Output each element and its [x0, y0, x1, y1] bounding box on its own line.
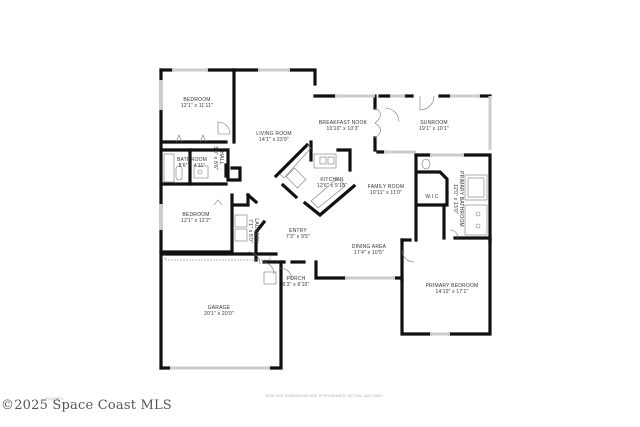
room-dims: 7'3" x 9'5": [285, 234, 311, 240]
room-wic: W.I.C: [425, 194, 438, 200]
room-dims: 19'1" x 10'1": [418, 126, 450, 132]
room-dims: 8'6" x 4'11": [178, 163, 206, 169]
room-name: DINING AREA: [351, 244, 387, 250]
room-dims: 14'1" x 23'9": [258, 137, 290, 143]
room-name: HALL: [218, 151, 224, 165]
disclaimer-text: SIZE AND DIMENSIONS ARE APPROXIMATE, ACT…: [266, 394, 384, 398]
room-name: W.I.C: [425, 194, 439, 200]
room-name: KITCHEN: [320, 177, 344, 183]
room-dims: 7'1" x 5'0": [247, 218, 253, 244]
room-name: GARAGE: [207, 305, 231, 311]
room-dims: 12'1" x 12'2": [180, 218, 212, 224]
walls: [159, 68, 492, 370]
room-name: LAUNDRY: [253, 218, 259, 244]
room-name: PRIMARY BEDROOM: [425, 283, 479, 289]
room-name: FAMILY ROOM: [367, 184, 405, 190]
room-dims: 3'0" x 8'6": [212, 145, 218, 171]
room-name: BREAKFAST NOOK: [318, 120, 368, 126]
copyright-watermark: ©2025 Space Coast MLS: [1, 398, 172, 413]
room-dims: 14'10" x 17'1": [435, 289, 469, 295]
room-dims: 10'11" x 11'0": [369, 190, 403, 196]
room-name: PRIMARY BATHROOM: [458, 171, 464, 227]
room-name: SUNROOM: [420, 120, 448, 126]
room-name: BEDROOM: [183, 97, 211, 103]
room-dims: 10'10" x 10'3": [326, 126, 360, 132]
room-dims: 6'3" x 6'10": [282, 282, 310, 288]
room-name: ENTRY: [289, 228, 307, 234]
room-dims: 12'1" x 11'11": [180, 103, 214, 109]
room-name: PORCH: [286, 276, 306, 282]
room-name: BATHROOM: [176, 157, 208, 163]
floor-label: FLOOR 1: [46, 396, 64, 401]
room-name: BEDROOM: [182, 212, 210, 218]
room-name: LIVING ROOM: [256, 131, 292, 137]
fixtures: [163, 95, 488, 285]
windows: [159, 68, 492, 370]
room-dims: 17'4" x 10'5": [353, 250, 385, 256]
room-dims: 20'1" x 20'0": [203, 311, 235, 317]
room-dims: 12'6" x 9'10": [316, 183, 348, 189]
